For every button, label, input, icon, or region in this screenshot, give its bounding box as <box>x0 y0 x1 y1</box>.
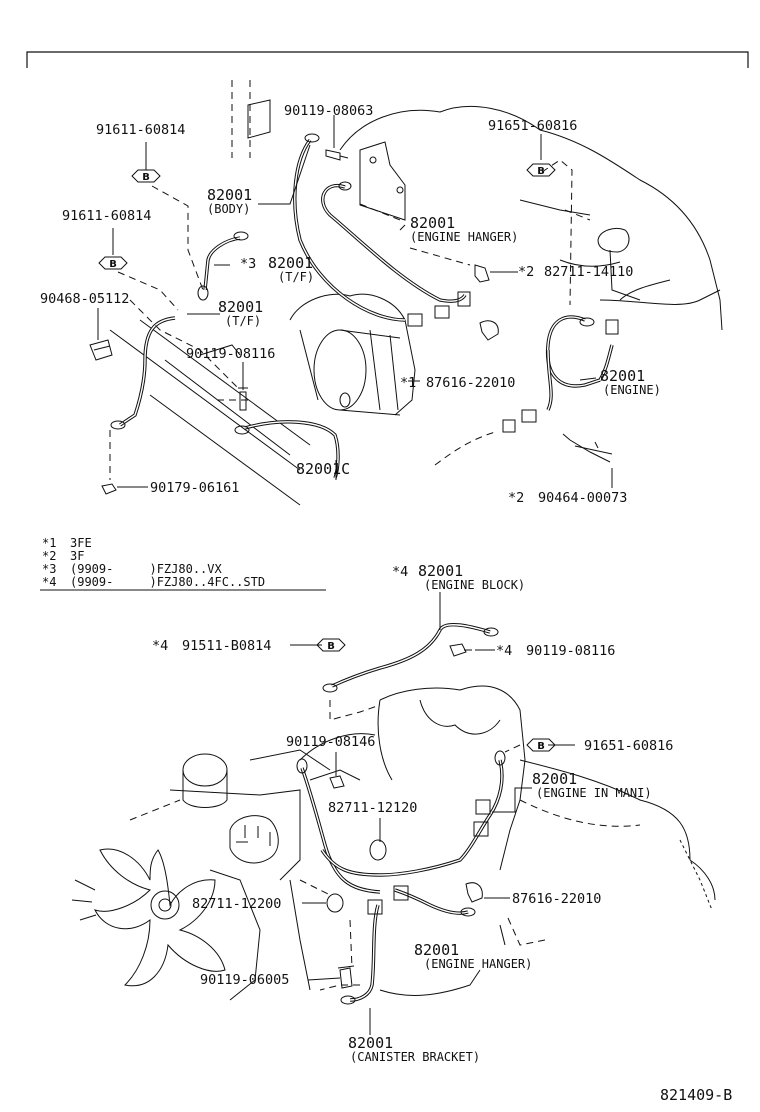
label-82001-body-sub: (BODY) <box>207 202 250 216</box>
lower-labels: *4 82001 (ENGINE BLOCK) *4 91511-B0814 *… <box>152 562 673 1064</box>
lower-bolt-markers: B B <box>316 638 556 752</box>
legend-text-1: 3FE <box>70 536 92 550</box>
bolt-marker-icon: B <box>526 163 556 177</box>
label-90119-08146: 90119-08146 <box>286 734 375 750</box>
svg-text:B: B <box>327 641 335 652</box>
diagram-id: 821409-B <box>660 1086 732 1104</box>
label-90119-08116b: 90119-08116 <box>526 643 615 659</box>
legend-key-4: *4 <box>42 575 56 589</box>
legend-key-1: *1 <box>42 536 56 550</box>
legend-key-3: *3 <box>42 562 56 576</box>
lower-engine-outline <box>71 685 716 1001</box>
note-87616-a: *1 <box>400 375 416 391</box>
label-82001-engine-sub: (ENGINE) <box>603 383 661 397</box>
frame-border <box>26 51 749 68</box>
note-91511: *4 <box>152 638 168 654</box>
bolt-marker-icon: B <box>526 738 556 752</box>
svg-text:B: B <box>142 172 150 183</box>
label-82001-block-sub: (ENGINE BLOCK) <box>424 578 525 592</box>
note-90464: *2 <box>508 490 524 506</box>
label-82001-mani-sub: (ENGINE IN MANI) <box>536 786 652 800</box>
label-82001-block: 82001 <box>418 562 463 580</box>
upper-label-leaders <box>97 115 613 488</box>
note-82001-tf3: *3 <box>240 256 256 272</box>
legend-key-2: *2 <box>42 549 56 563</box>
note-82001-block: *4 <box>392 564 408 580</box>
lower-connectors <box>296 627 506 1005</box>
note-82711-14110: *2 <box>518 264 534 280</box>
label-90464: 90464-00073 <box>538 490 627 506</box>
label-82001-tf-sub: (T/F) <box>225 314 261 328</box>
label-90179: 90179-06161 <box>150 480 239 496</box>
upper-labels: 91611-60814 91611-60814 90119-08063 9165… <box>40 103 661 506</box>
legend-text-3: (9909- )FZJ80..VX <box>70 562 222 576</box>
upper-wires <box>119 138 671 479</box>
label-82711-12120: 82711-12120 <box>328 800 417 816</box>
label-90468: 90468-05112 <box>40 291 129 307</box>
cooling-fan-icon <box>94 848 226 987</box>
upper-leaders <box>109 159 613 480</box>
label-82001-canister-sub: (CANISTER BRACKET) <box>350 1050 480 1064</box>
lower-wires <box>300 622 504 1002</box>
svg-text:B: B <box>537 741 545 752</box>
label-91651-b: 91651-60816 <box>584 738 673 754</box>
svg-text:B: B <box>109 259 117 270</box>
label-90119-08116: 90119-08116 <box>186 346 275 362</box>
label-82001-hanger2-sub: (ENGINE HANGER) <box>424 957 532 971</box>
lower-leaders <box>299 700 546 991</box>
label-91611-a: 91611-60814 <box>96 122 185 138</box>
label-82001-hanger2: 82001 <box>414 941 459 959</box>
label-82001-hanger: 82001 <box>410 214 455 232</box>
label-90119-08063: 90119-08063 <box>284 103 373 119</box>
upper-connectors <box>89 133 619 495</box>
label-82001-engine: 82001 <box>600 367 645 385</box>
label-82001-canister: 82001 <box>348 1034 393 1052</box>
label-82001c: 82001C <box>296 460 350 478</box>
note-90119-08116b: *4 <box>496 643 512 659</box>
label-82001-tf3: 82001 <box>268 254 313 272</box>
legend-text-2: 3F <box>70 549 84 563</box>
upper-engine-outline <box>109 80 723 506</box>
legend-text-4: (9909- )FZJ80..4FC..STD <box>70 575 265 589</box>
svg-text:B: B <box>537 166 545 177</box>
bolt-marker-icon: B <box>98 256 128 270</box>
label-82001-tf: 82001 <box>218 298 263 316</box>
label-82711-14110: 82711-14110 <box>544 264 633 280</box>
label-91511: 91511-B0814 <box>182 638 271 654</box>
bolt-marker-icon: B <box>131 169 161 183</box>
label-87616-a: 87616-22010 <box>426 375 515 391</box>
label-82001-hanger-sub: (ENGINE HANGER) <box>410 230 518 244</box>
label-82001-tf3-sub: (T/F) <box>278 270 314 284</box>
upper-bolt-markers: B B B <box>98 163 556 270</box>
label-91611-b: 91611-60814 <box>62 208 151 224</box>
bolt-marker-icon: B <box>316 638 346 652</box>
label-82001-body: 82001 <box>207 186 252 204</box>
label-82001-mani: 82001 <box>532 770 577 788</box>
label-90119-06005: 90119-06005 <box>200 972 289 988</box>
label-91651-a: 91651-60816 <box>488 118 577 134</box>
lower-label-leaders <box>290 592 575 1035</box>
label-82711-12200: 82711-12200 <box>192 896 281 912</box>
legend: *1 3FE *2 3F *3 (9909- )FZJ80..VX *4 (99… <box>40 536 326 591</box>
label-87616-b: 87616-22010 <box>512 891 601 907</box>
